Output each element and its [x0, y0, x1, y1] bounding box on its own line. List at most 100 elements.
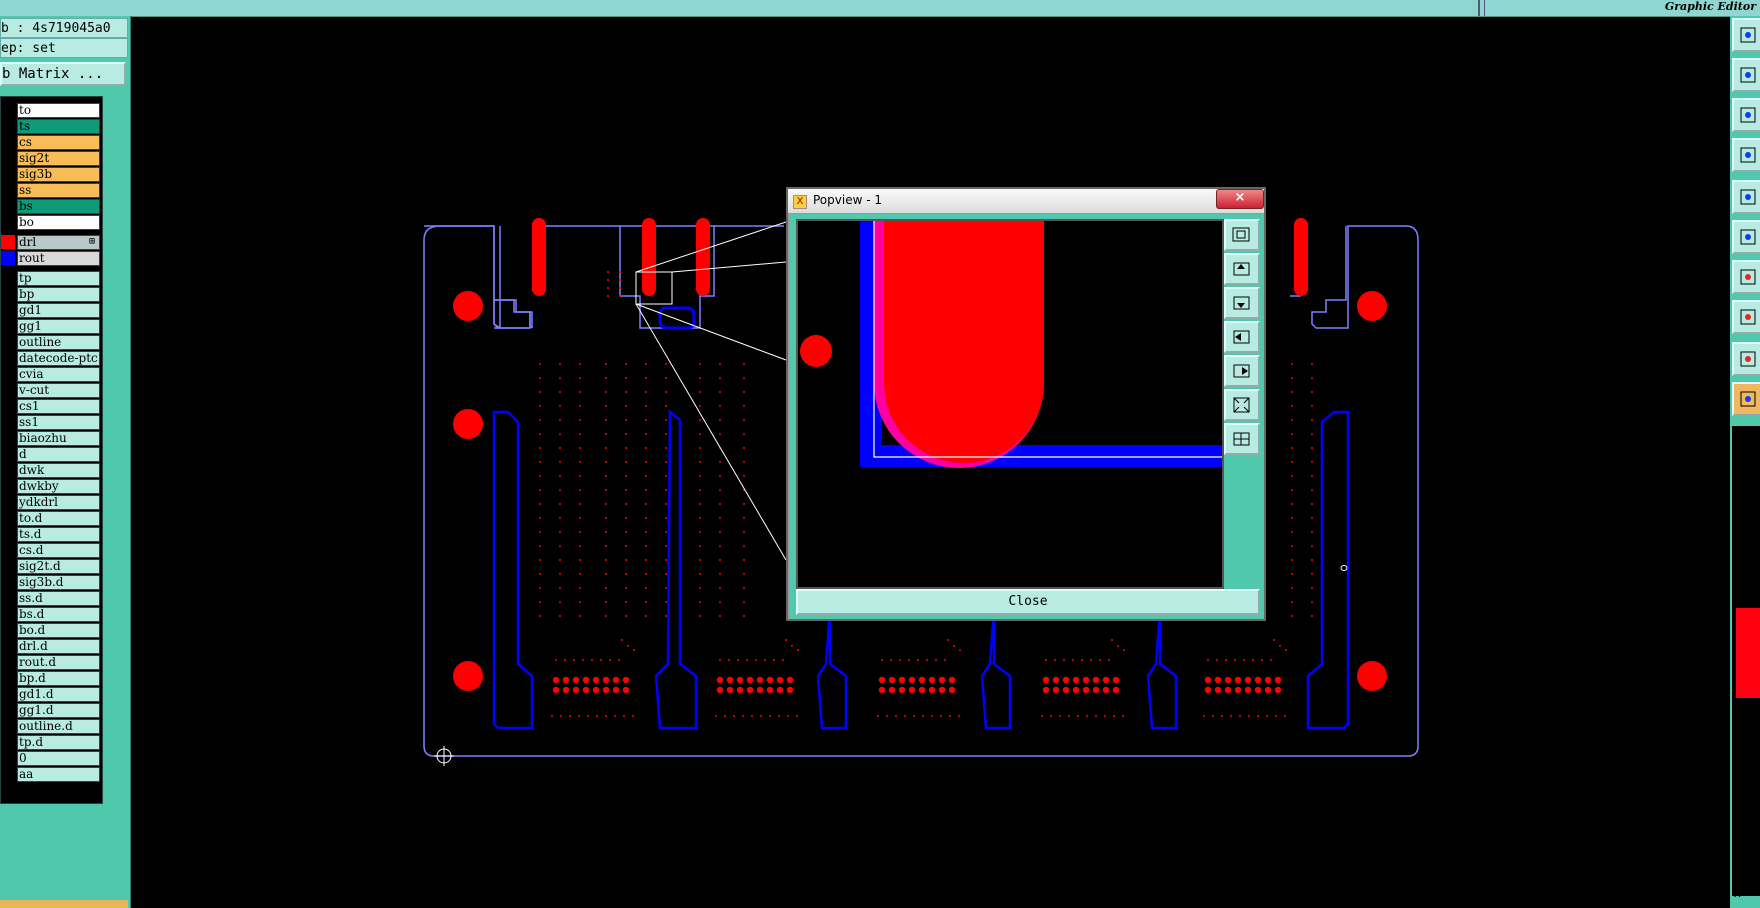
layer-item[interactable]: to.d — [17, 511, 100, 526]
layer-item[interactable]: ss.d — [17, 591, 100, 606]
layer-item[interactable]: cs.d — [17, 543, 100, 558]
zoom-fit-icon[interactable] — [1224, 219, 1260, 251]
drill-dot — [1234, 676, 1242, 684]
drill-dot — [645, 405, 647, 407]
drill-dot — [605, 461, 607, 463]
layer-item[interactable]: d — [17, 447, 100, 462]
layer-item[interactable]: cvia — [17, 367, 100, 382]
select-arrow-icon[interactable] — [1732, 382, 1760, 416]
layer-item[interactable]: bs — [17, 199, 100, 214]
layer-item[interactable]: bo.d — [17, 623, 100, 638]
layer-color-swatch[interactable] — [1, 235, 15, 249]
drill-dot — [605, 573, 607, 575]
move-icon[interactable] — [1732, 98, 1760, 132]
drill-dot — [602, 676, 610, 684]
layer-item[interactable]: sig3b.d — [17, 575, 100, 590]
zoom-down-icon[interactable] — [1224, 287, 1260, 319]
drill-dot — [625, 503, 627, 505]
popview-titlebar[interactable]: X Popview - 1 — [788, 189, 1264, 214]
layer-item[interactable]: dwk — [17, 463, 100, 478]
layer-item[interactable]: datecode-ptc — [17, 351, 100, 366]
drill-dot — [605, 715, 607, 717]
layer-item[interactable]: outline.d — [17, 719, 100, 734]
drill-dot — [1095, 715, 1097, 717]
layer-item[interactable]: bp — [17, 287, 100, 302]
layer-item[interactable]: sig3b — [17, 167, 100, 182]
layer-item[interactable]: ts — [17, 119, 100, 134]
layer-item[interactable]: gd1 — [17, 303, 100, 318]
drill-dot — [579, 615, 581, 617]
drill-dot — [539, 475, 541, 477]
popview-zoom-view[interactable] — [796, 219, 1224, 589]
zoom-extents-icon[interactable] — [1224, 389, 1260, 421]
measure-icon[interactable] — [1732, 300, 1760, 334]
layer-item[interactable]: v-cut — [17, 383, 100, 398]
layer-item[interactable]: dwkby — [17, 479, 100, 494]
layers-icon[interactable] — [1732, 58, 1760, 92]
layer-item[interactable]: ss1 — [17, 415, 100, 430]
drill-dot — [699, 391, 701, 393]
drill-dot — [1264, 676, 1272, 684]
drill-dot — [559, 391, 561, 393]
layer-item[interactable]: biaozhu — [17, 431, 100, 446]
pan-left-icon[interactable] — [1224, 321, 1260, 353]
layer-item[interactable]: tp — [17, 271, 100, 286]
popview-window[interactable]: X Popview - 1 × Close — [786, 187, 1266, 621]
settings-icon[interactable] — [1732, 138, 1760, 172]
drill-dot — [756, 676, 764, 684]
layer-item[interactable]: ts.d — [17, 527, 100, 542]
layer-item[interactable]: bp.d — [17, 671, 100, 686]
layer-item[interactable]: cs — [17, 135, 100, 150]
layer-item[interactable]: outline — [17, 335, 100, 350]
layer-color-swatch[interactable] — [1, 251, 15, 265]
circle-icon[interactable] — [1732, 180, 1760, 214]
layer-item[interactable]: ss — [17, 183, 100, 198]
layer-item[interactable]: bs.d — [17, 607, 100, 622]
layer-item[interactable]: drl — [17, 235, 100, 250]
tooling-hole — [453, 291, 483, 321]
drill-dot — [1081, 659, 1083, 661]
layer-item[interactable]: cs1 — [17, 399, 100, 414]
layer-item[interactable]: sig2t — [17, 151, 100, 166]
drill-dot — [559, 601, 561, 603]
drill-dot — [579, 391, 581, 393]
window-icon[interactable] — [1732, 18, 1760, 52]
layer-item[interactable]: rout — [17, 251, 100, 266]
drill-dot — [582, 676, 590, 684]
layer-item[interactable]: aa — [17, 767, 100, 782]
job-matrix-button[interactable]: b Matrix ... — [0, 62, 126, 86]
nodes-icon[interactable] — [1732, 220, 1760, 254]
layer-item[interactable]: 0 — [17, 751, 100, 766]
layer-item[interactable]: to — [17, 103, 100, 118]
layer-item[interactable]: gg1 — [17, 319, 100, 334]
layer-item[interactable]: drl.d — [17, 639, 100, 654]
layer-expand-icon[interactable]: ⊞ — [89, 236, 96, 247]
close-button[interactable]: Close — [796, 589, 1260, 615]
drill-dot — [1311, 363, 1313, 365]
drill-slot — [642, 218, 656, 296]
close-icon[interactable]: × — [1216, 189, 1264, 209]
zoom-region-icon[interactable] — [1224, 423, 1260, 455]
drill-dot — [645, 377, 647, 379]
drill-dot — [645, 461, 647, 463]
layer-item[interactable]: rout.d — [17, 655, 100, 670]
drill-dot — [1291, 517, 1293, 519]
angle-icon[interactable] — [1732, 342, 1760, 376]
drill-dot — [1291, 391, 1293, 393]
zoom-up-icon[interactable] — [1224, 253, 1260, 285]
layer-item[interactable]: sig2t.d — [17, 559, 100, 574]
pan-right-icon[interactable] — [1224, 355, 1260, 387]
move-icon — [1740, 107, 1756, 123]
layer-item[interactable]: gd1.d — [17, 687, 100, 702]
layer-item[interactable]: tp.d — [17, 735, 100, 750]
drill-dot — [625, 405, 627, 407]
layer-item[interactable]: ydkdrl — [17, 495, 100, 510]
layer-item[interactable]: bo — [17, 215, 100, 230]
drill-dot — [1243, 659, 1245, 661]
drill-dot — [1274, 686, 1282, 694]
line-icon[interactable] — [1732, 260, 1760, 294]
layer-item[interactable]: gg1.d — [17, 703, 100, 718]
drill-dot — [645, 391, 647, 393]
